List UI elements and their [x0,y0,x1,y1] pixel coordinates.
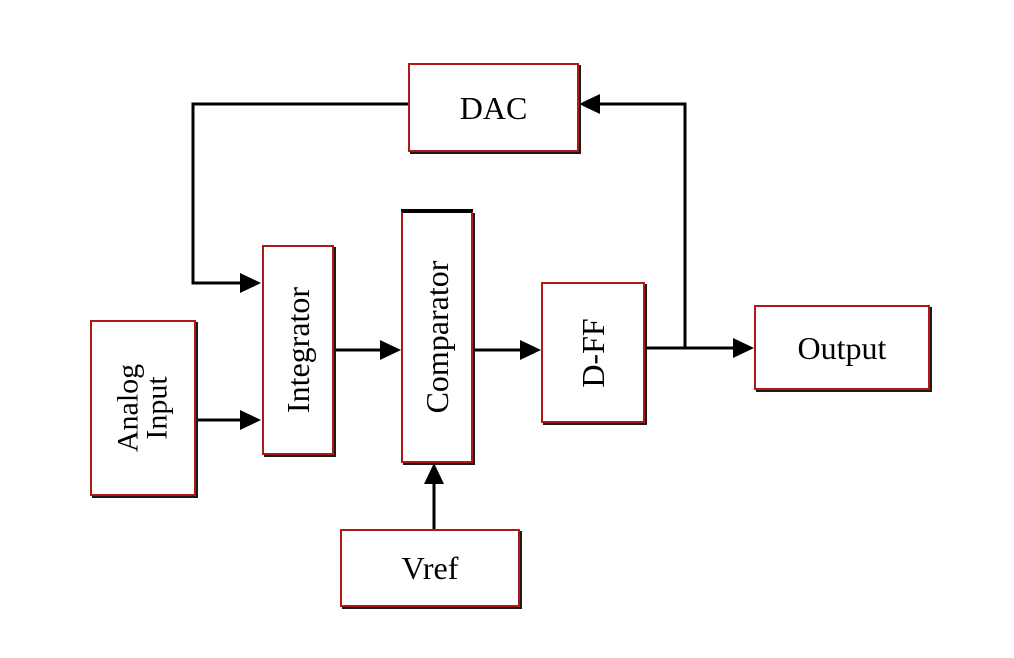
output-label: Output [797,329,887,366]
analog-input-block: Analog Input [90,320,196,496]
analog-input-label: Analog Input [111,363,174,453]
comparator-input-arrowhead [380,340,401,360]
comparator-label: Comparator [419,260,455,414]
dff-to-dac-line [600,102,687,348]
integrator-feedback-arrowhead [240,273,261,293]
dff-label: D-FF [575,317,611,388]
dac-block: DAC [408,63,579,152]
comparator-block: Comparator [401,211,473,463]
analog-input-arrowhead [240,410,261,430]
integrator-label: Integrator [280,286,316,414]
dac-to-integrator-line [191,102,408,285]
vref-block: Vref [340,529,520,607]
output-arrowhead [733,338,754,358]
vref-label: Vref [401,550,459,586]
integrator-block: Integrator [262,245,334,455]
dac-input-arrowhead [579,94,600,114]
dff-block: D-FF [541,282,645,423]
dff-input-arrowhead [520,340,541,360]
vref-arrowhead [424,463,444,484]
dac-label: DAC [459,89,528,126]
output-block: Output [754,305,930,390]
